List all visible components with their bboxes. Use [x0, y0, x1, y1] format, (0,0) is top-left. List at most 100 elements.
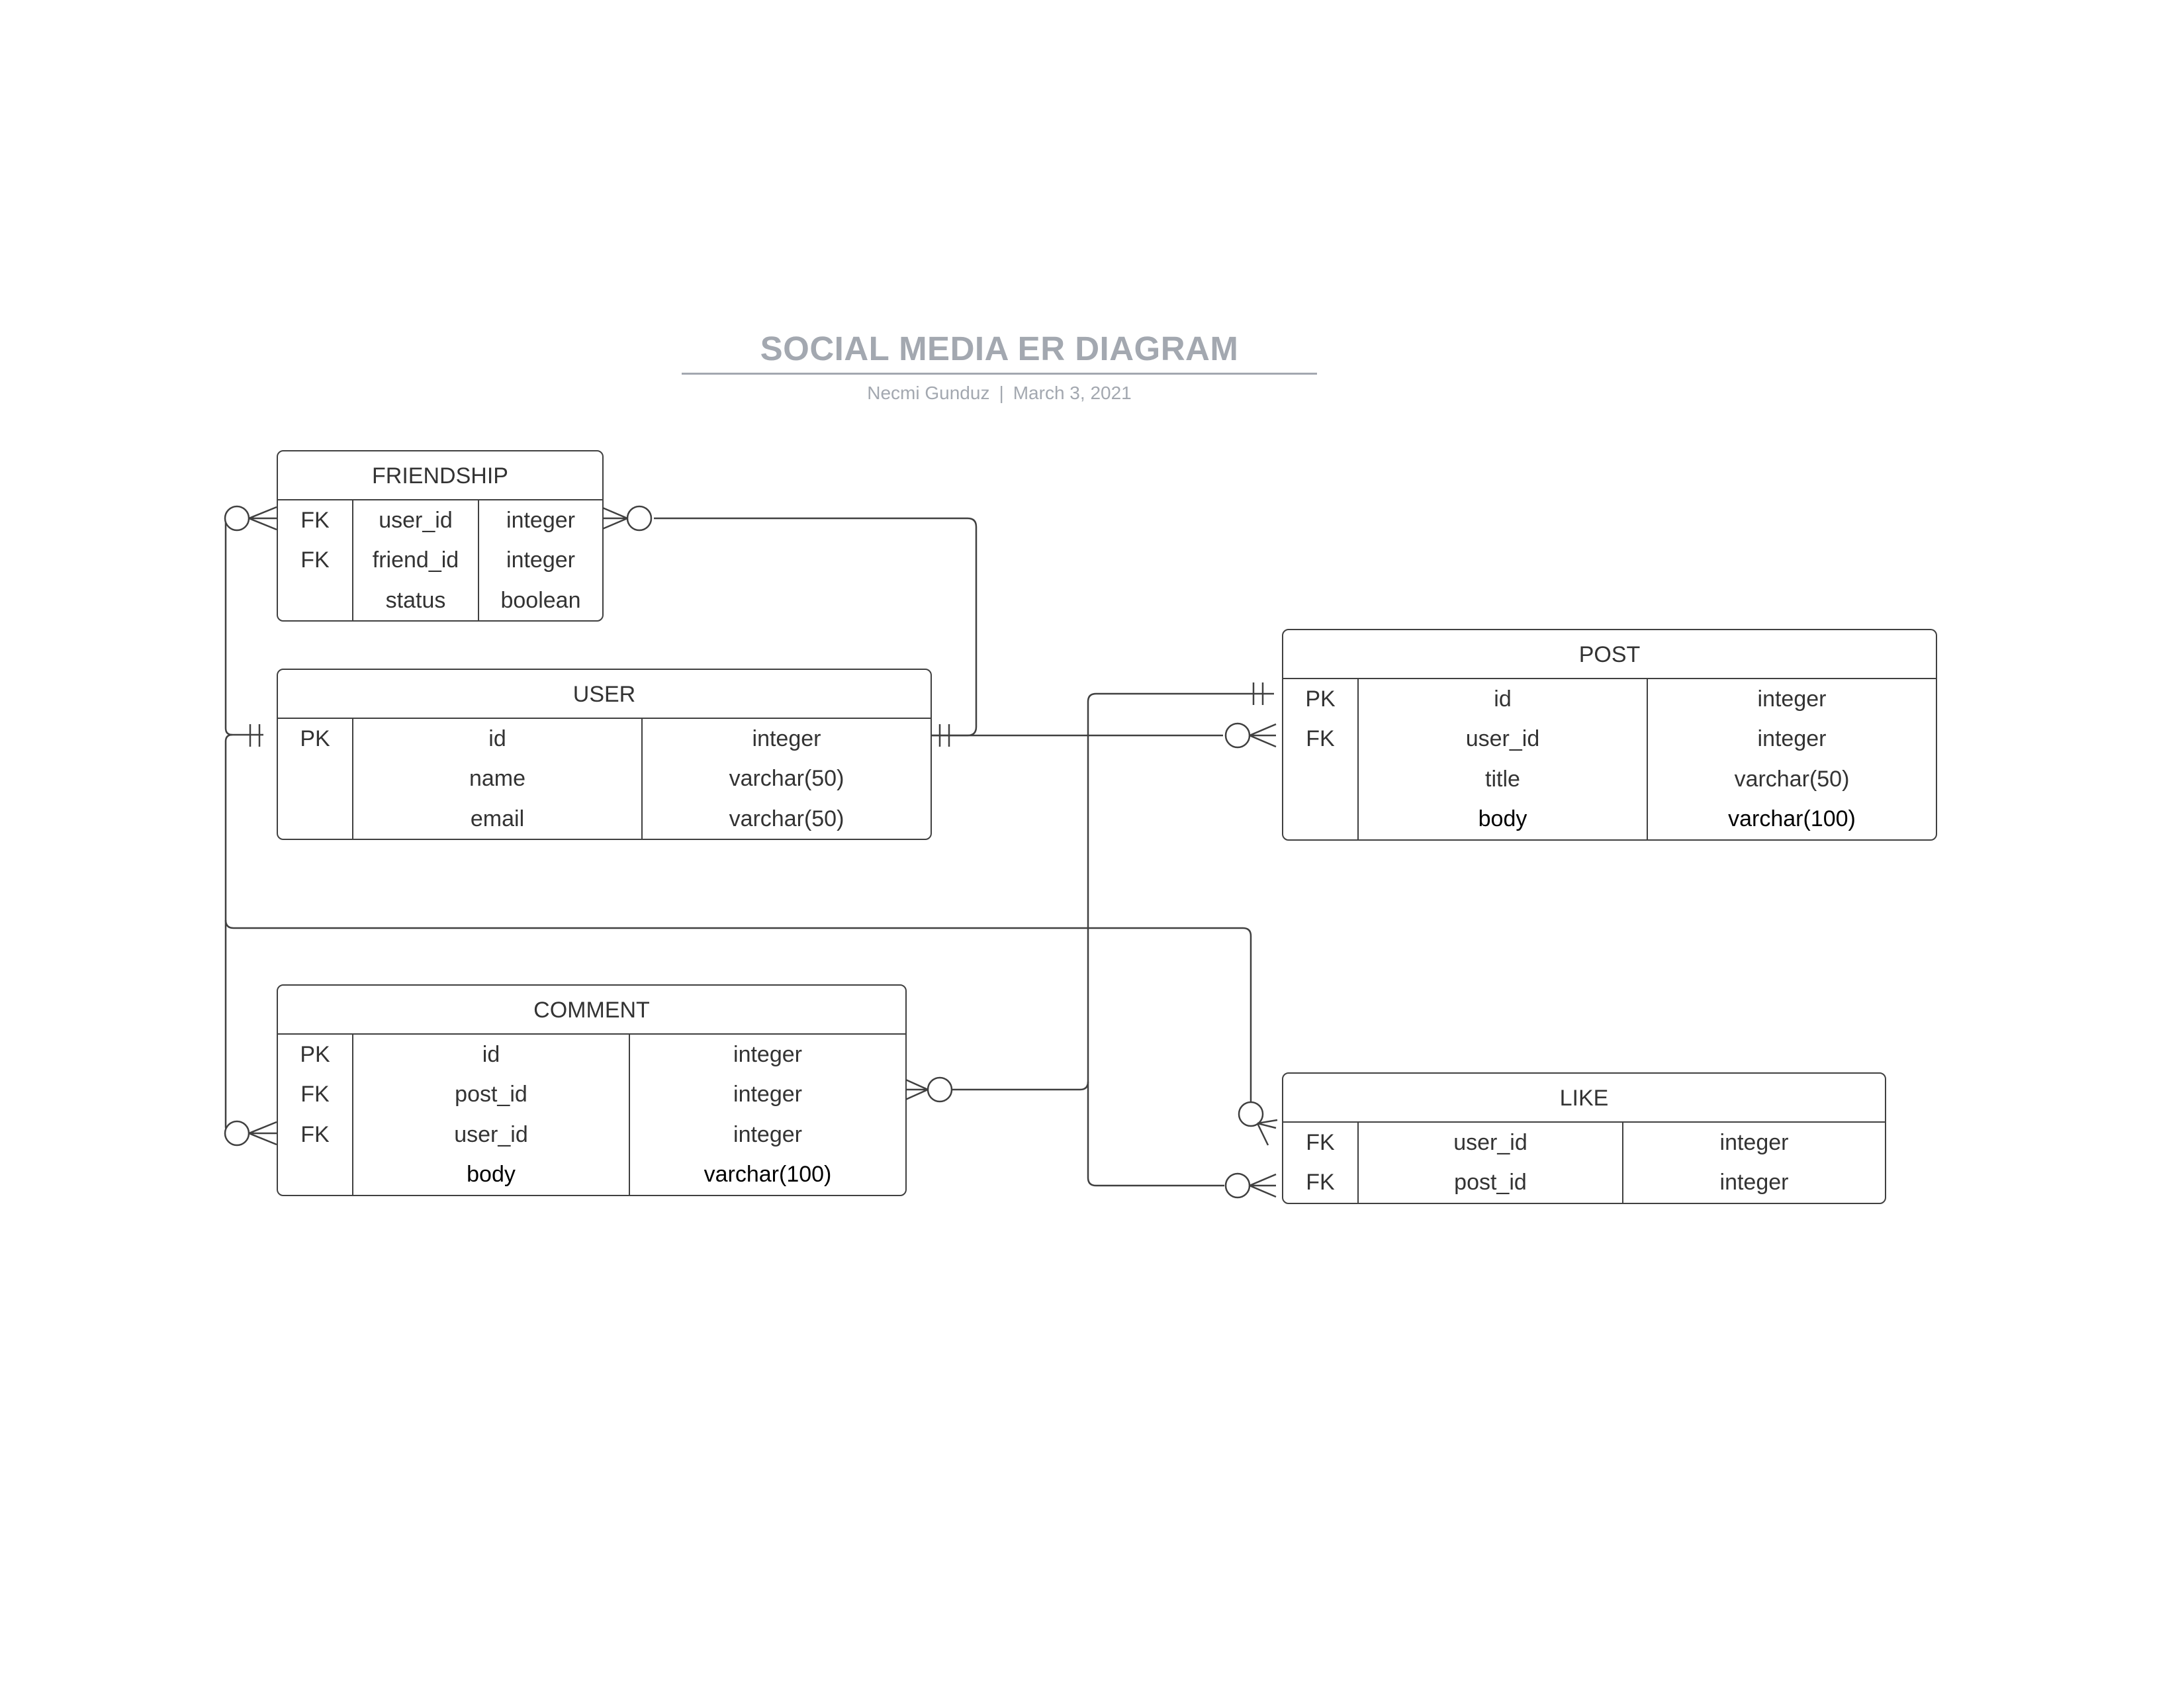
table-row: body varchar(100)	[278, 1154, 905, 1196]
rel-user-friendship-user-id	[224, 518, 263, 736]
attribute-table: PK id integer name varchar(50) email var…	[278, 719, 931, 839]
key-cell	[1283, 800, 1358, 840]
key-cell: FK	[300, 1121, 330, 1147]
type-cell: integer	[629, 1035, 905, 1075]
table-row: FK user_id integer	[278, 1115, 905, 1155]
entity-title: COMMENT	[278, 986, 905, 1035]
key-cell: PK	[300, 1041, 330, 1067]
field-cell: name	[352, 759, 642, 799]
attribute-table: PK id integer FK user_id integer title v…	[1283, 679, 1936, 839]
field-cell: post_id	[1357, 1162, 1623, 1203]
table-row: FK user_id integer	[278, 500, 602, 541]
diagram-title: SOCIAL MEDIA ER DIAGRAM	[760, 330, 1239, 367]
table-row: status boolean	[278, 581, 602, 620]
type-cell: integer	[1622, 1162, 1885, 1203]
table-row: name varchar(50)	[278, 759, 931, 800]
table-row: PK id integer	[1283, 679, 1936, 720]
one-and-only-one-marker-post-id	[1252, 682, 1264, 705]
key-cell: PK	[1305, 686, 1336, 712]
diagram-date: March 3, 2021	[1013, 383, 1132, 403]
type-cell: integer	[478, 500, 602, 541]
entity-title: USER	[278, 670, 931, 719]
table-row: title varchar(50)	[1283, 759, 1936, 800]
type-cell: boolean	[478, 581, 602, 620]
rel-post-comment-post-id	[950, 692, 1274, 1091]
type-cell: integer	[478, 540, 602, 581]
table-row: FK post_id integer	[278, 1074, 905, 1115]
entity-like: LIKE FK user_id integer FK post_id integ…	[1282, 1072, 1886, 1204]
table-row: FK post_id integer	[1283, 1162, 1885, 1203]
type-cell: integer	[629, 1115, 905, 1155]
entity-comment: COMMENT PK id integer FK post_id integer…	[277, 984, 907, 1196]
entity-title: FRIENDSHIP	[278, 451, 602, 500]
key-cell: FK	[1306, 726, 1335, 752]
type-cell: varchar(50)	[641, 759, 931, 799]
table-row: FK friend_id integer	[278, 540, 602, 581]
zero-or-many-marker-comment-post-id	[902, 1076, 953, 1103]
author-name: Necmi Gunduz	[867, 383, 990, 403]
key-cell: FK	[300, 507, 330, 533]
type-cell: integer	[629, 1074, 905, 1115]
table-row: email varchar(50)	[278, 799, 931, 839]
type-cell: integer	[1647, 679, 1936, 720]
field-cell: post_id	[352, 1074, 629, 1115]
field-cell: id	[352, 1035, 629, 1075]
table-row: FK user_id integer	[1283, 1123, 1885, 1163]
entity-friendship: FRIENDSHIP FK user_id integer FK friend_…	[277, 450, 604, 622]
field-cell: id	[1357, 679, 1647, 720]
type-cell: integer	[641, 719, 931, 759]
entity-title: LIKE	[1283, 1074, 1885, 1123]
type-cell: varchar(50)	[1647, 759, 1936, 800]
key-cell: FK	[1306, 1170, 1335, 1196]
table-row: PK id integer	[278, 719, 931, 759]
field-cell: body	[352, 1154, 629, 1195]
field-cell: email	[352, 799, 642, 839]
attribute-table: FK user_id integer FK friend_id integer …	[278, 500, 602, 620]
diagram-subtitle: Necmi Gunduz | March 3, 2021	[682, 380, 1317, 406]
key-cell: PK	[300, 726, 330, 751]
type-cell: varchar(100)	[1647, 799, 1936, 839]
field-cell: id	[352, 719, 642, 759]
field-cell: body	[1357, 799, 1647, 839]
entity-title: POST	[1283, 630, 1936, 679]
attribute-table: PK id integer FK post_id integer FK user…	[278, 1035, 905, 1195]
type-cell: varchar(100)	[629, 1154, 905, 1195]
entity-user: USER PK id integer name varchar(50) emai…	[277, 669, 932, 840]
one-and-only-one-marker-user-left	[249, 724, 261, 747]
zero-or-many-marker-friendship-left	[224, 505, 277, 532]
table-row: PK id integer	[278, 1035, 905, 1075]
rel-user-comment-user-id	[224, 733, 240, 1135]
zero-or-many-marker-like-post-id	[1224, 1172, 1277, 1199]
key-cell	[278, 759, 353, 800]
type-cell: integer	[1622, 1123, 1885, 1163]
table-row: FK user_id integer	[1283, 719, 1936, 759]
key-cell	[278, 581, 353, 620]
field-cell: title	[1357, 759, 1647, 800]
title-underline	[682, 373, 1317, 375]
key-cell: FK	[300, 547, 330, 573]
entity-post: POST PK id integer FK user_id integer ti…	[1282, 629, 1937, 841]
one-and-only-one-marker-user-right	[938, 724, 950, 747]
attribute-table: FK user_id integer FK post_id integer	[1283, 1123, 1885, 1203]
field-cell: status	[352, 581, 478, 620]
key-cell	[278, 799, 353, 839]
key-cell	[278, 1155, 353, 1196]
field-cell: user_id	[1357, 1123, 1623, 1163]
rel-post-like-post-id	[1087, 1082, 1224, 1187]
key-cell: FK	[1306, 1129, 1335, 1155]
type-cell: varchar(50)	[641, 799, 931, 839]
field-cell: user_id	[1357, 719, 1647, 759]
zero-or-many-marker-post-user-id	[1224, 722, 1277, 749]
field-cell: friend_id	[352, 540, 478, 581]
zero-or-many-marker-like-user-id	[1238, 1101, 1278, 1146]
field-cell: user_id	[352, 1115, 629, 1155]
zero-or-many-marker-friendship-right	[600, 505, 653, 532]
field-cell: user_id	[352, 500, 478, 541]
table-row: body varchar(100)	[1283, 799, 1936, 840]
rel-user-like-user-id	[224, 919, 1252, 1102]
key-cell	[1283, 759, 1358, 800]
subtitle-separator: |	[999, 383, 1004, 403]
type-cell: integer	[1647, 719, 1936, 759]
zero-or-many-marker-comment-user-id	[224, 1120, 277, 1147]
